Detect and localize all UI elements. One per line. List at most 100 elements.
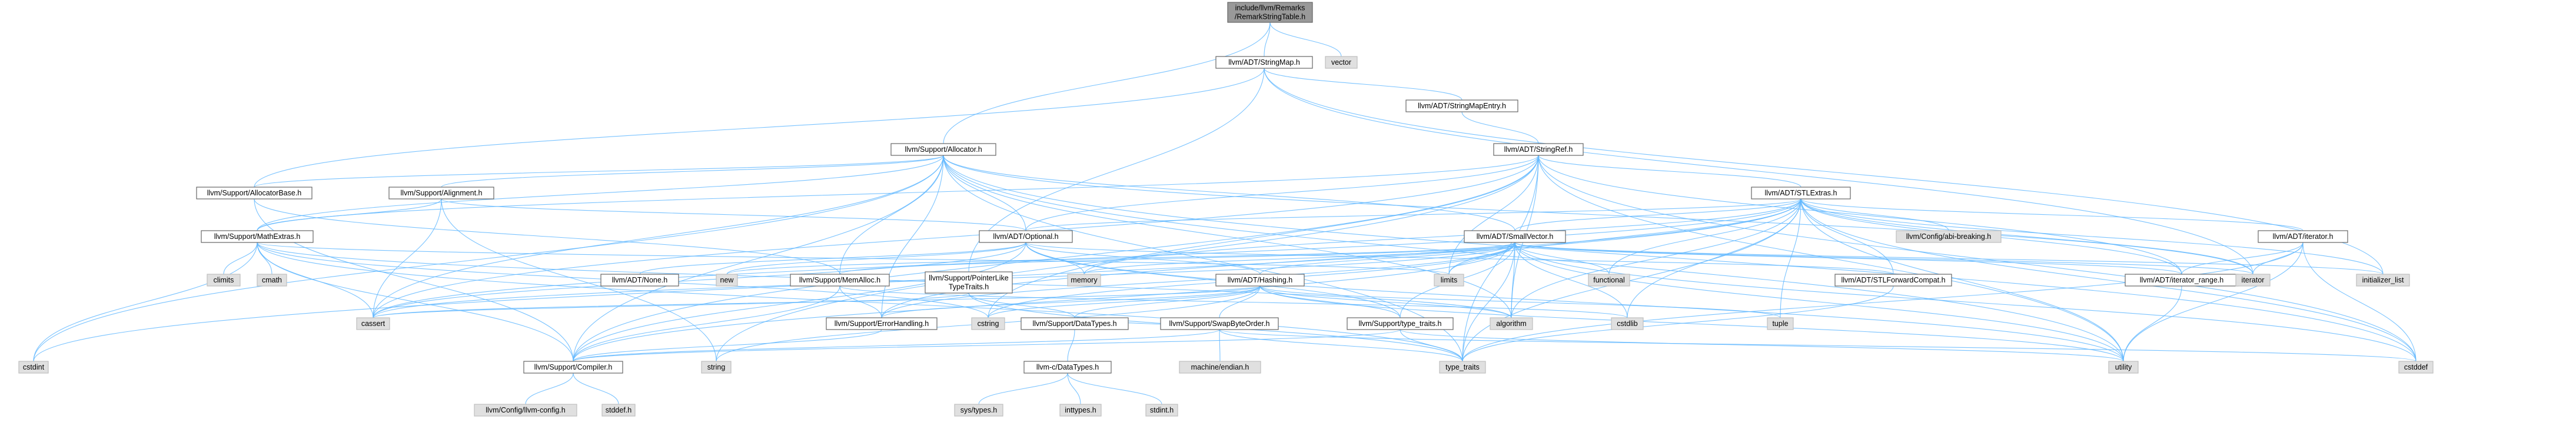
edge-stlextras-to-initializer_list	[1800, 198, 2384, 275]
node-functional: functional	[1588, 274, 1630, 287]
edge-optional-to-new	[726, 242, 1026, 275]
node-layer: include/llvm/Remarks/RemarkStringTable.h…	[18, 2, 2434, 417]
node-cmath: cmath	[257, 274, 287, 287]
node-systypes-label: sys/types.h	[960, 406, 998, 414]
node-machineendian: machine/endian.h	[1179, 361, 1261, 374]
edge-mathextras-to-compiler	[257, 242, 574, 362]
node-cstdint-box	[18, 361, 49, 374]
edge-allocatorbase-to-compiler	[254, 198, 574, 362]
node-iteratorrange[interactable]: llvm/ADT/iterator_range.h	[2125, 274, 2239, 287]
edge-smallvector-to-memory	[1083, 242, 1515, 275]
node-root[interactable]: include/llvm/Remarks/RemarkStringTable.h	[1227, 2, 1313, 23]
node-memory: memory	[1067, 274, 1101, 287]
node-allocatorbase[interactable]: llvm/Support/AllocatorBase.h	[196, 187, 313, 199]
node-stlforward-label: llvm/ADT/STLForwardCompat.h	[1841, 276, 1945, 284]
edge-typetraits-to-compiler	[573, 329, 1401, 362]
node-stlforward[interactable]: llvm/ADT/STLForwardCompat.h	[1834, 274, 1952, 287]
node-algorithm: algorithm	[1490, 317, 1533, 330]
node-machineendian-box	[1179, 361, 1261, 374]
edge-allocator-to-alignment	[441, 155, 944, 188]
node-cdatatypes-label: llvm-c/DataTypes.h	[1036, 363, 1099, 371]
node-cdatatypes[interactable]: llvm-c/DataTypes.h	[1023, 361, 1112, 374]
edge-optional-to-hashing	[1025, 242, 1261, 275]
node-stringref[interactable]: llvm/ADT/StringRef.h	[1493, 143, 1584, 156]
edge-stlextras-to-optional	[1025, 198, 1801, 231]
node-compiler[interactable]: llvm/Support/Compiler.h	[523, 361, 623, 374]
node-mathextras[interactable]: llvm/Support/MathExtras.h	[201, 230, 314, 243]
edge-stlextras-to-iteratorh	[1800, 198, 2304, 231]
edge-alignment-to-optional	[441, 198, 1026, 231]
edge-stlextras-to-cstddef	[1800, 198, 2417, 362]
edge-stlextras-to-cstdlib	[1627, 198, 1801, 318]
node-errorhandling-label: llvm/Support/ErrorHandling.h	[835, 320, 929, 328]
node-string: string	[701, 361, 732, 374]
node-none[interactable]: llvm/ADT/None.h	[600, 274, 679, 287]
node-type_traits: type_traits	[1439, 361, 1486, 374]
edge-cdatatypes-to-stdint	[1067, 373, 1162, 405]
edge-layer	[33, 22, 2417, 405]
edge-allocator-to-allocatorbase	[254, 155, 944, 188]
node-stlextras[interactable]: llvm/ADT/STLExtras.h	[1751, 187, 1851, 199]
node-utility-label: utility	[2115, 363, 2132, 371]
edge-root-to-allocator	[943, 22, 1271, 144]
node-datatypes-box	[1021, 317, 1129, 330]
edge-stringref-to-cassert	[373, 155, 1539, 318]
node-hashing[interactable]: llvm/ADT/Hashing.h	[1215, 274, 1305, 287]
node-smallvector[interactable]: llvm/ADT/SmallVector.h	[1464, 230, 1566, 243]
edge-hashing-to-errorhandling	[881, 285, 1261, 318]
edge-stringref-to-limits	[1448, 155, 1539, 275]
edge-stlextras-to-cassert	[373, 198, 1801, 318]
edge-smallvector-to-hashing	[1259, 242, 1515, 275]
edge-stringmap-to-iterator	[1264, 68, 2253, 275]
node-errorhandling[interactable]: llvm/Support/ErrorHandling.h	[826, 317, 938, 330]
node-algorithm-label: algorithm	[1496, 320, 1526, 328]
edge-alignment-to-string	[441, 198, 717, 362]
edge-stlextras-to-stlforward	[1800, 198, 1894, 275]
node-memalloc-box	[790, 274, 890, 287]
node-vector: vector	[1325, 56, 1358, 69]
node-iterator-box	[2235, 274, 2271, 287]
edge-stlextras-to-smallvector	[1514, 198, 1801, 231]
node-pointerlike-label-line1: llvm/Support/PointerLike	[929, 274, 1009, 282]
edge-iteratorh-to-cstddef	[2302, 242, 2417, 362]
node-alignment-label: llvm/Support/Alignment.h	[401, 189, 483, 197]
edge-alignment-to-cassert	[373, 198, 442, 318]
node-stringmapentry-label: llvm/ADT/StringMapEntry.h	[1418, 102, 1506, 110]
edge-compiler-to-stddef	[573, 373, 619, 405]
edge-smallvector-to-functional	[1514, 242, 1610, 275]
node-stringmap[interactable]: llvm/ADT/StringMap.h	[1215, 56, 1313, 69]
node-swapbyteorder[interactable]: llvm/Support/SwapByteOrder.h	[1160, 317, 1279, 330]
node-iteratorh[interactable]: llvm/ADT/iterator.h	[2258, 230, 2348, 243]
node-alignment[interactable]: llvm/Support/Alignment.h	[388, 187, 494, 199]
edge-allocator-to-compiler	[573, 155, 944, 362]
node-stringmapentry[interactable]: llvm/ADT/StringMapEntry.h	[1405, 99, 1518, 112]
edge-allocator-to-cassert	[373, 155, 944, 318]
edge-stringref-to-cstring	[988, 155, 1539, 318]
edge-iteratorrange-to-utility	[2123, 285, 2182, 362]
edge-optional-to-typetraits	[1025, 242, 1401, 318]
edge-hashing-to-cstring	[988, 285, 1261, 318]
edge-hashing-to-datatypes	[1074, 285, 1261, 318]
node-memalloc-label: llvm/Support/MemAlloc.h	[799, 276, 880, 284]
node-allocator[interactable]: llvm/Support/Allocator.h	[890, 143, 996, 156]
node-type_traits-box	[1439, 361, 1486, 374]
edge-hashing-to-utility	[1259, 285, 2124, 362]
node-memory-box	[1067, 274, 1101, 287]
edge-stringref-to-stlextras	[1538, 155, 1801, 188]
node-memalloc[interactable]: llvm/Support/MemAlloc.h	[790, 274, 890, 287]
edge-typetraits-to-type_traits	[1400, 329, 1463, 362]
node-datatypes-label: llvm/Support/DataTypes.h	[1032, 320, 1116, 328]
node-fallthrough-box	[1896, 230, 2002, 243]
edge-pointerlike-to-datatypes	[968, 292, 1075, 318]
node-typetraits[interactable]: llvm/Support/type_traits.h	[1347, 317, 1454, 330]
node-string-box	[701, 361, 732, 374]
node-stringref-box	[1493, 143, 1584, 156]
edge-iteratorh-to-iteratorrange	[2181, 242, 2304, 275]
node-optional[interactable]: llvm/ADT/Optional.h	[979, 230, 1073, 243]
node-errorhandling-box	[826, 317, 938, 330]
node-datatypes[interactable]: llvm/Support/DataTypes.h	[1021, 317, 1129, 330]
edge-errorhandling-to-compiler	[573, 329, 882, 362]
edge-optional-to-utility	[1025, 242, 2124, 362]
node-tuple: tuple	[1767, 317, 1794, 330]
